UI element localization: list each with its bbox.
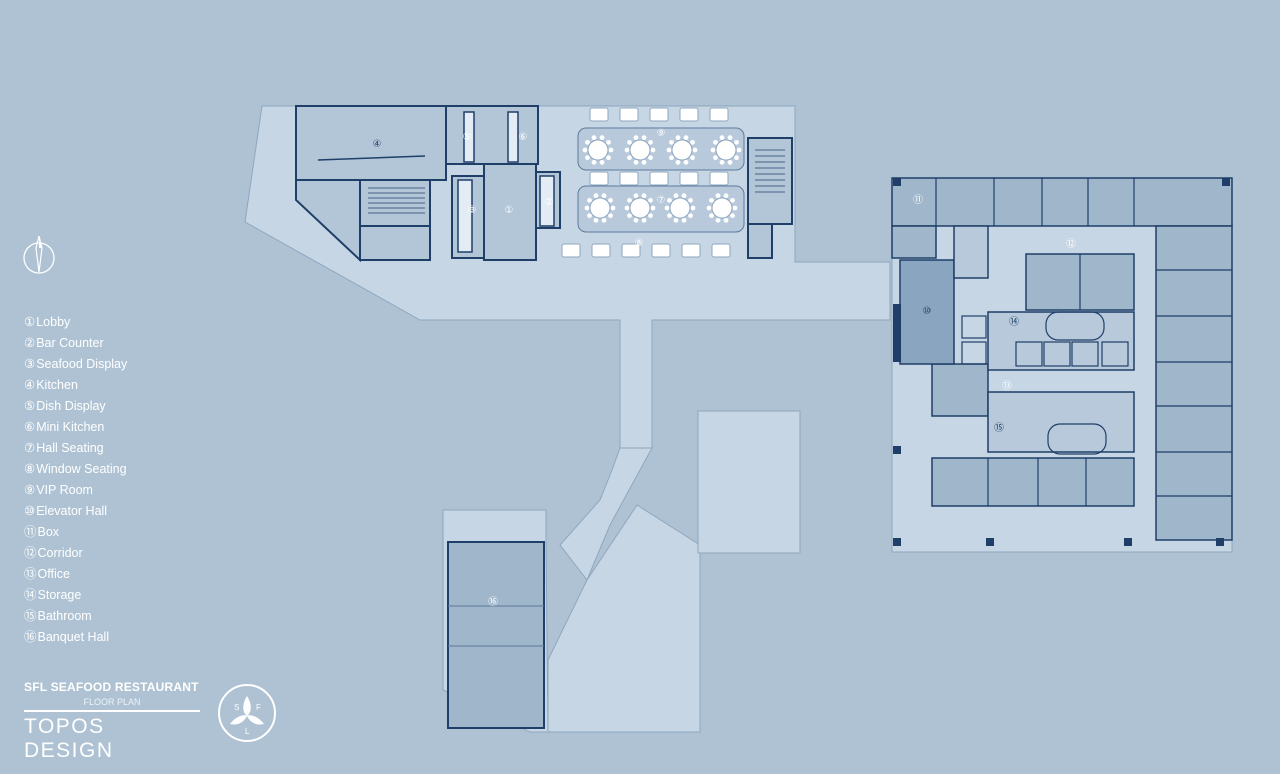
svg-text:L: L [245, 727, 250, 736]
booth-seat [709, 107, 729, 122]
room-marker-corridor: ⑫ [1066, 238, 1076, 250]
legend-item: ⑩Elevator Hall [24, 504, 108, 518]
legend-item: ⑥Mini Kitchen [24, 420, 105, 434]
sfl-logo-icon: S F L [218, 684, 276, 742]
booth-seat [589, 107, 609, 122]
booth-seat [679, 171, 699, 186]
room-marker-hall: ⑦ [657, 195, 666, 206]
svg-text:S: S [234, 703, 239, 712]
legend-item: ⑧Window Seating [24, 462, 127, 476]
designer-name: TOPOS DESIGN [24, 715, 114, 762]
columns [893, 178, 1230, 546]
round-table-icon [624, 135, 656, 165]
round-table-icon [666, 135, 698, 165]
booth-seat [651, 243, 671, 258]
title-block: SFL SEAFOOD RESTAURANT FLOOR PLAN TOPOS … [24, 680, 200, 763]
room-marker-window: ⑧ [635, 238, 644, 249]
room-marker-bathroom: ⑮ [994, 422, 1004, 434]
room-marker-elevator: ⑩ [923, 306, 932, 317]
room-marker-vip: ⑨ [657, 128, 666, 139]
room-marker-kitchen: ④ [373, 139, 382, 150]
kitchen-counters [317, 111, 555, 253]
booth-seat [679, 107, 699, 122]
booth-seat [619, 107, 639, 122]
booth-seat [709, 171, 729, 186]
room-marker-banquet: ⑯ [488, 596, 498, 608]
round-table-icon [706, 193, 738, 223]
legend-item: ⑮Bathroom [24, 609, 92, 623]
legend-item: ④Kitchen [24, 378, 78, 392]
booth-seat [649, 171, 669, 186]
round-table-icon [664, 193, 696, 223]
stairs [368, 149, 785, 214]
legend-item: ⑯Banquet Hall [24, 630, 110, 644]
booth-seat [561, 243, 581, 258]
legend-item: ⑭Storage [24, 588, 82, 602]
room-marker-box: ⑪ [913, 194, 923, 206]
legend-item: ⑨VIP Room [24, 483, 93, 497]
booth-seat [591, 243, 611, 258]
window-seats [561, 107, 731, 258]
booth-seat [649, 107, 669, 122]
booth-seat [589, 171, 609, 186]
legend-item: ⑦Hall Seating [24, 441, 104, 455]
room-marker-storage: ⑭ [1009, 316, 1019, 328]
plan-subtitle: FLOOR PLAN [83, 697, 141, 707]
legend-item: ②Bar Counter [24, 336, 104, 350]
svg-text:F: F [256, 703, 261, 712]
room-legend: ①Lobby ②Bar Counter ③Seafood Display ④Ki… [24, 312, 127, 648]
legend-item: ⑪Box [24, 525, 60, 539]
room-marker-lobby: ① [505, 205, 514, 216]
east-partitions [935, 178, 1232, 506]
restaurant-name: SFL SEAFOOD RESTAURANT [24, 680, 199, 694]
legend-item: ⑬Office [24, 567, 70, 581]
room-marker-dish: ⑤ [463, 132, 472, 143]
legend-item: ①Lobby [24, 315, 71, 329]
legend-item: ⑫Corridor [24, 546, 83, 560]
room-marker-office: ⑬ [1002, 380, 1012, 392]
booth-seat [619, 171, 639, 186]
divider [24, 710, 200, 712]
room-marker-mini: ⑥ [519, 132, 528, 143]
north-arrow-icon [23, 235, 55, 274]
room-marker-bar: ② [545, 197, 554, 208]
legend-item: ③Seafood Display [24, 357, 128, 371]
legend-item: ⑤Dish Display [24, 399, 106, 413]
round-table-icon [624, 193, 656, 223]
room-marker-seafood: ③ [468, 205, 477, 216]
round-table-icon [582, 135, 614, 165]
round-table-icon [584, 193, 616, 223]
east-building [891, 177, 1233, 541]
banquet-hall-room [447, 541, 545, 729]
booth-seat [711, 243, 731, 258]
booth-seat [621, 243, 641, 258]
dining-hall [577, 127, 745, 233]
booth-seat [681, 243, 701, 258]
round-table-icon [710, 135, 742, 165]
